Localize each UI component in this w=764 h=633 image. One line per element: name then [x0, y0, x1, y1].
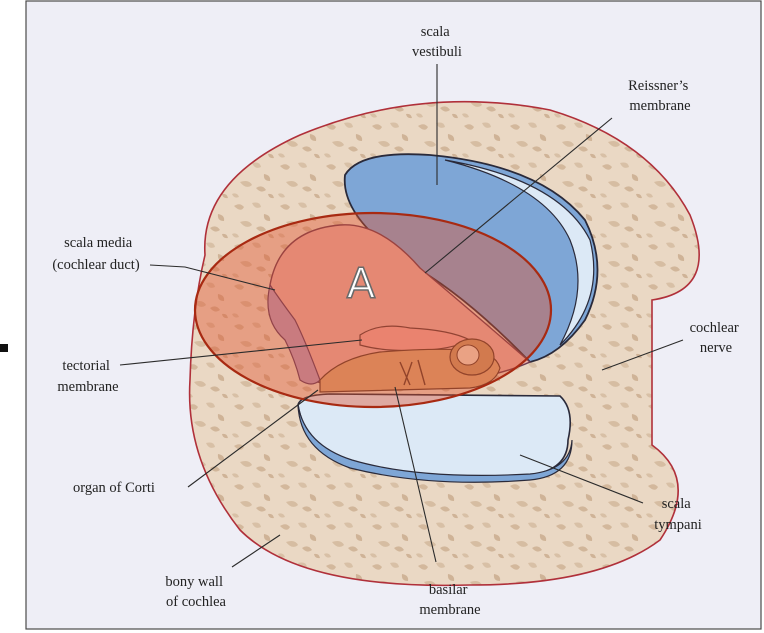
- left-marker: [0, 344, 8, 352]
- highlight-ellipse: [195, 213, 551, 407]
- overlay-letter: A: [347, 259, 376, 308]
- label-organ-of-corti: organ of Corti: [73, 480, 155, 496]
